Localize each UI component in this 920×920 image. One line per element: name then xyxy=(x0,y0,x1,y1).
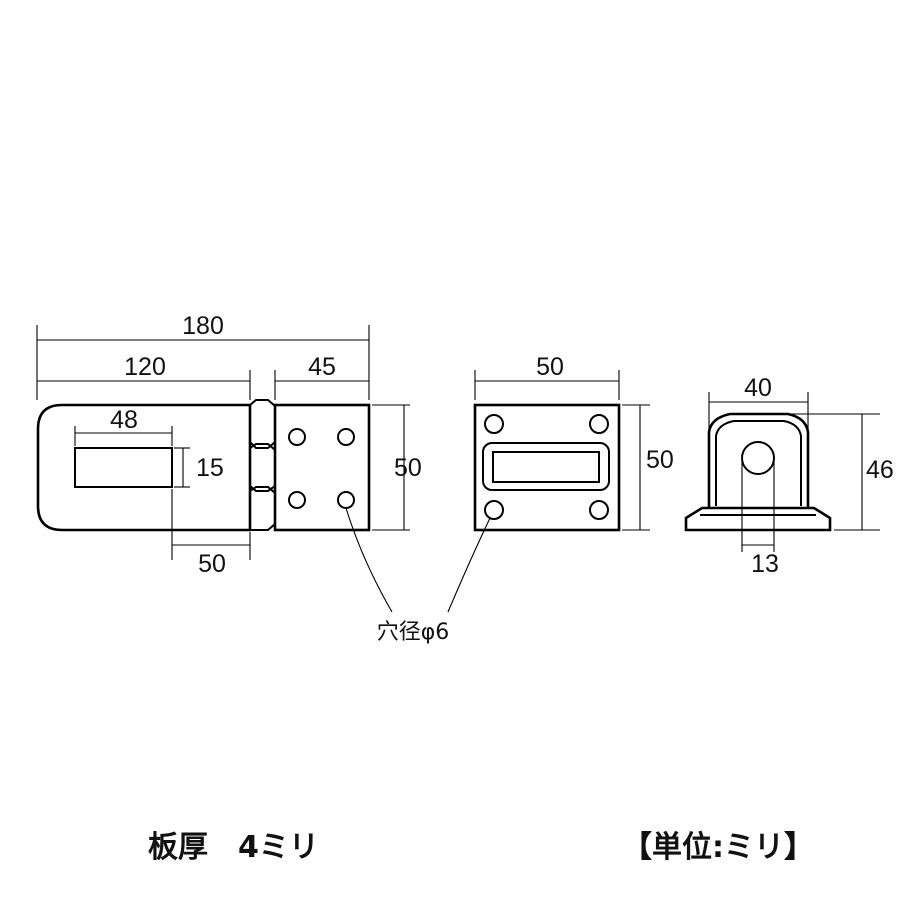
dim-label-120: 120 xyxy=(124,353,166,381)
dim-label-45: 45 xyxy=(308,353,336,381)
dim-label-13: 13 xyxy=(751,550,779,578)
mounting-hole xyxy=(589,500,609,520)
hasp-slot xyxy=(74,447,173,488)
staple-loop-outer xyxy=(482,442,610,491)
hasp-body-outline xyxy=(36,403,252,532)
hasp-front-view xyxy=(36,399,371,532)
mounting-hole xyxy=(288,428,306,446)
dim-label-50-bottom: 50 xyxy=(198,550,226,578)
dim-label-50-height: 50 xyxy=(394,454,422,482)
mounting-hole xyxy=(288,491,306,509)
dimension-staple-width: 50 xyxy=(474,353,620,400)
hole-diameter-label: 穴径φ6 xyxy=(377,620,450,645)
hinge-knuckle-bottom xyxy=(249,486,276,531)
mounting-hole xyxy=(337,428,355,446)
staple-plate-outline xyxy=(473,403,621,532)
dimension-offset-bottom: 50 xyxy=(171,489,251,578)
side-upright-outline xyxy=(707,412,810,508)
dim-label-46: 46 xyxy=(866,456,894,484)
dimension-side-height: 46 xyxy=(790,413,894,531)
dimension-slot-length: 48 xyxy=(74,406,173,446)
dimension-height-main: 50 xyxy=(372,404,422,531)
hinge-plate-outline xyxy=(273,403,371,532)
dim-label-180: 180 xyxy=(182,312,224,340)
dim-label-15: 15 xyxy=(196,454,224,482)
side-hole xyxy=(741,441,775,475)
mounting-hole xyxy=(484,414,504,434)
dim-label-50-staple-height: 50 xyxy=(646,446,674,474)
staple-front-view xyxy=(473,403,621,532)
side-base-outline xyxy=(684,506,832,532)
dimension-staple-height: 50 xyxy=(622,404,674,531)
dim-label-50-staple-width: 50 xyxy=(536,353,564,381)
dimension-side-hole: 13 xyxy=(741,462,779,578)
mounting-hole xyxy=(484,500,504,520)
units-caption: 【単位:ミリ】 xyxy=(622,830,814,865)
hole-diameter-callout: 穴径φ6 xyxy=(345,507,491,645)
dim-label-40: 40 xyxy=(744,374,772,402)
plate-thickness-caption: 板厚 4ミリ xyxy=(148,830,319,865)
mounting-hole xyxy=(589,414,609,434)
hinge-knuckle-top xyxy=(249,399,276,449)
staple-side-view xyxy=(684,412,832,532)
staple-loop-inner xyxy=(492,451,600,483)
hinge-knuckle-middle xyxy=(249,443,276,492)
dim-label-48: 48 xyxy=(110,406,138,434)
dimension-hinge-plate-width: 45 xyxy=(274,353,369,400)
dimension-side-width: 40 xyxy=(708,374,809,430)
dimension-overall-length: 180 xyxy=(36,312,370,400)
dimension-hasp-length: 120 xyxy=(37,353,251,400)
dimension-slot-height: 15 xyxy=(174,447,224,488)
mounting-hole xyxy=(337,491,355,509)
